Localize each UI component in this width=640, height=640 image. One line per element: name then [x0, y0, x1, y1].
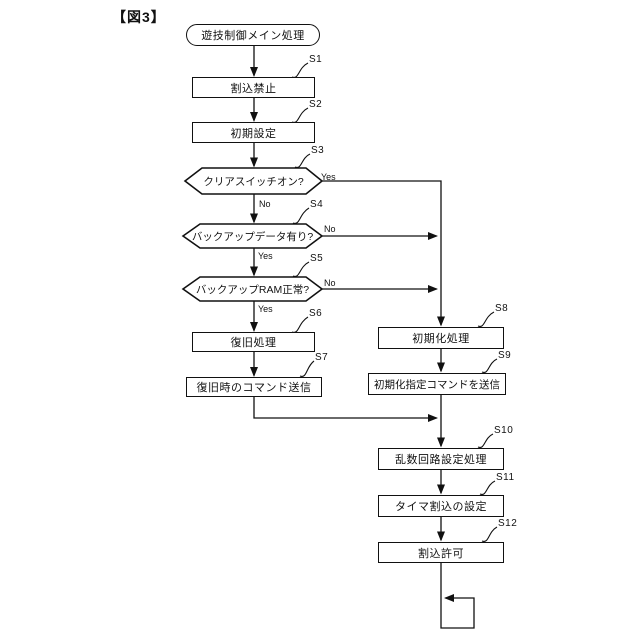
step-label-s4: S4 — [310, 199, 324, 210]
node-s2-initial-setting: 初期設定 — [192, 122, 315, 143]
edge-s7-to-merge — [253, 397, 438, 422]
step-label-s12: S12 — [498, 518, 518, 529]
step-label-s1: S1 — [309, 54, 323, 65]
step-label-s9: S9 — [498, 350, 512, 361]
leader-s7 — [299, 360, 315, 378]
s4-yes-label: Yes — [258, 251, 273, 261]
s5-no-label: No — [324, 278, 336, 288]
node-s9-init-command-send: 初期化指定コマンドを送信 — [368, 373, 506, 395]
node-s5-backup-ram-normal: バックアップRAM正常? — [195, 283, 310, 296]
s4-no-label: No — [324, 224, 336, 234]
leader-s10 — [477, 433, 494, 449]
step-label-s11: S11 — [496, 472, 515, 483]
step-label-s6: S6 — [309, 308, 323, 319]
s3-no-label: No — [259, 199, 271, 209]
leader-s5 — [292, 261, 310, 278]
s5-yes-label: Yes — [258, 304, 273, 314]
step-label-s2: S2 — [309, 99, 323, 110]
node-s11-timer-interrupt-setting: タイマ割込の設定 — [378, 495, 504, 517]
leader-s4 — [292, 207, 310, 225]
leader-s6 — [291, 316, 309, 334]
step-label-s10: S10 — [494, 425, 514, 436]
step-label-s3: S3 — [311, 145, 325, 156]
hexagon-s5 — [181, 276, 324, 302]
step-label-s7: S7 — [315, 352, 329, 363]
node-s4-backup-data-exists: バックアップデータ有り? — [191, 230, 314, 243]
s3-yes-label: Yes — [321, 172, 336, 182]
node-s6-recovery-process: 復旧処理 — [192, 332, 315, 352]
leader-s8 — [477, 311, 495, 328]
leader-s12 — [481, 526, 498, 543]
leader-s11 — [479, 480, 496, 496]
hexagon-s3 — [183, 167, 324, 195]
hexagon-s4 — [181, 223, 324, 249]
figure-number-label: 【図3】 — [112, 9, 166, 25]
edge-s3-yes-to-s8 — [322, 180, 445, 327]
leader-s1 — [291, 62, 309, 79]
edge-s12-loop — [440, 563, 475, 629]
step-label-s5: S5 — [310, 253, 324, 264]
node-s7-recovery-command-send: 復旧時のコマンド送信 — [186, 377, 322, 397]
node-s12-interrupt-enable: 割込許可 — [378, 542, 504, 563]
start-terminal: 遊技制御メイン処理 — [186, 24, 320, 46]
node-s1-interrupt-disable: 割込禁止 — [192, 77, 315, 98]
leader-s9 — [481, 358, 498, 374]
leader-s2 — [291, 107, 309, 124]
node-s10-random-circuit-setting: 乱数回路設定処理 — [378, 448, 504, 470]
leader-s3 — [294, 153, 311, 169]
node-s8-initialization-process: 初期化処理 — [378, 327, 504, 349]
node-s3-clear-switch-on: クリアスイッチオン? — [203, 175, 304, 188]
step-label-s8: S8 — [495, 303, 509, 314]
